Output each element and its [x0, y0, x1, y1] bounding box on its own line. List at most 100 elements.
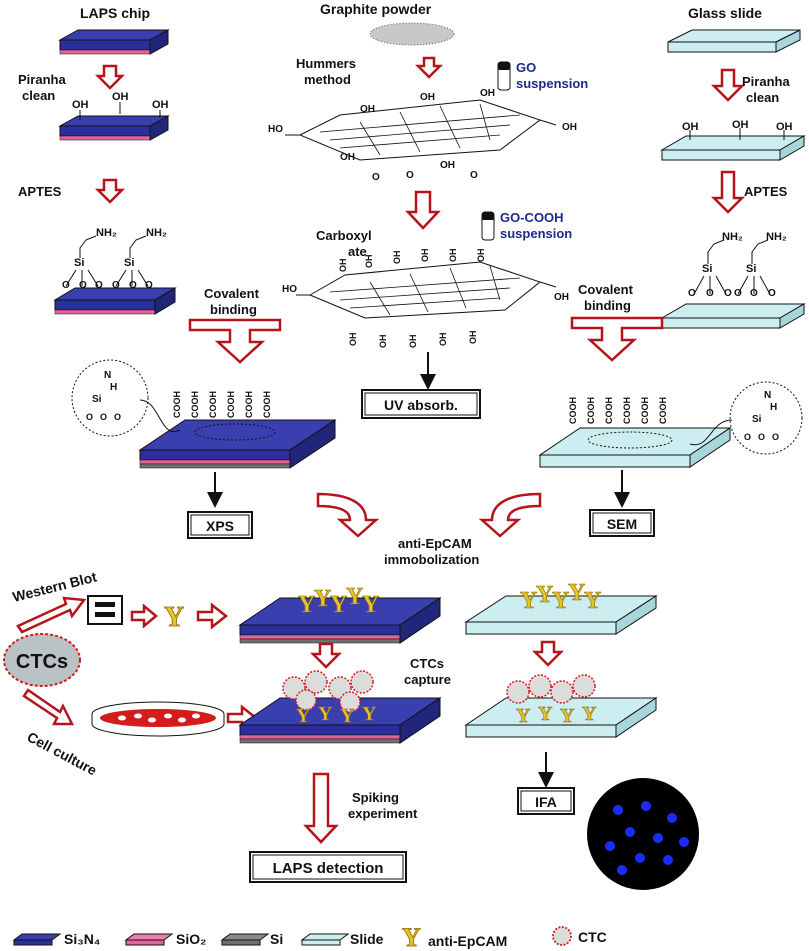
- uv-box: [361, 389, 481, 419]
- si-label: Si: [92, 394, 102, 405]
- red-arrow: [303, 772, 339, 844]
- ctcs-capture-label: CTCs: [410, 656, 444, 671]
- red-merge-arrow: [570, 316, 664, 362]
- red-arrow: [414, 56, 444, 79]
- cooh-label: COOH: [226, 391, 236, 418]
- ho-label: HO: [282, 284, 297, 295]
- glass-slide-label: Glass slide: [688, 5, 762, 21]
- oh-label: OH: [420, 249, 430, 263]
- glass-slide-hydroxyl: [660, 128, 806, 161]
- legend-sio2-label: SiO₂: [176, 931, 206, 947]
- captured-ctc-chip-left: [238, 670, 442, 744]
- oh-label: OH: [732, 119, 749, 131]
- ctcs-label: CTCs: [16, 651, 68, 673]
- red-merge-arrow: [188, 318, 282, 364]
- antibody-icon: Y: [340, 705, 355, 727]
- oh-label: OH: [468, 331, 478, 345]
- red-arrow: [94, 178, 126, 204]
- red-arrow: [196, 602, 229, 630]
- cooh-label: COOH: [586, 397, 596, 424]
- laps-chip-hydroxyl: [58, 102, 170, 141]
- o-label: O: [62, 280, 70, 291]
- n-label: N: [104, 370, 111, 381]
- laps-chip-label: LAPS chip: [80, 5, 150, 21]
- oh-label: OH: [360, 104, 375, 115]
- o-label: O: [706, 288, 714, 299]
- o-label: O: [129, 280, 137, 291]
- antibody-chip-left: [238, 597, 442, 644]
- method-label: method: [304, 72, 351, 87]
- antibody-icon: Y: [164, 602, 184, 633]
- uv-label: UV absorb.: [384, 397, 458, 413]
- graphene-oxide-sheet: [285, 99, 557, 161]
- graphite-powder-label: Graphite powder: [320, 1, 432, 17]
- cooh-label: COOH: [640, 397, 650, 424]
- vial-icon: [497, 61, 511, 91]
- antibody-cluster-right: Y Y Y Y Y: [520, 580, 602, 615]
- antibody-icon: Y: [582, 703, 597, 725]
- xps-label: XPS: [206, 518, 234, 534]
- o-label: O: [724, 288, 732, 299]
- oh-label: OH: [448, 249, 458, 263]
- oh-row-top: OH OH OH OH OH OH: [338, 249, 486, 273]
- aptes-label: APTES: [18, 184, 62, 199]
- aptes-slide-right: [660, 239, 806, 329]
- o-label: O: [112, 280, 120, 291]
- petri-dish-icon: [91, 701, 225, 737]
- antibody-icon: Y: [314, 586, 331, 612]
- ate-label: ate: [348, 244, 367, 259]
- antibody-icon: Y: [516, 705, 531, 727]
- oh-label: OH: [152, 99, 169, 111]
- experiment-label: experiment: [348, 806, 418, 821]
- cooh-row-right: COOH COOH COOH COOH COOH COOH: [568, 397, 668, 424]
- aptes-chip-left: [53, 235, 177, 315]
- legend-si3n4-label: Si₃N₄: [64, 931, 100, 947]
- capture-label: capture: [404, 672, 451, 687]
- oh-label: OH: [340, 152, 355, 163]
- o-label: O: [734, 288, 742, 299]
- red-arrow: [531, 640, 565, 667]
- graphite-powder-pile: [369, 22, 455, 46]
- oh-label: OH: [476, 249, 486, 263]
- nh2-label: NH₂: [96, 227, 117, 239]
- legend-si-label: Si: [270, 931, 283, 947]
- ctcs-cell: [3, 633, 81, 687]
- go-cooh-suspension-label: suspension: [500, 226, 572, 241]
- red-curved-arrow: [316, 492, 380, 538]
- immobolization-label: immobolization: [384, 552, 479, 567]
- oh-label: OH: [338, 259, 348, 273]
- laps-detection-label: LAPS detection: [273, 860, 384, 877]
- fluorescence-image: [587, 778, 699, 890]
- antibody-slide-right: [464, 595, 658, 635]
- red-arrow: [309, 642, 343, 669]
- cooh-label: COOH: [190, 391, 200, 418]
- covalent-label: Covalent: [578, 282, 634, 297]
- antibody-icon: Y: [520, 588, 537, 614]
- red-arrow: [22, 688, 75, 726]
- red-arrow: [710, 170, 746, 214]
- antibody-icon: Y: [560, 705, 575, 727]
- o-label: O: [744, 432, 751, 442]
- nh2-label: NH₂: [722, 231, 743, 243]
- si-label: Si: [746, 263, 756, 275]
- clean-label: clean: [22, 88, 55, 103]
- go-cooh-label: GO-COOH: [500, 210, 564, 225]
- captured-ctc-slide-right: [464, 674, 658, 738]
- clean-label: clean: [746, 90, 779, 105]
- oh-label: OH: [112, 91, 129, 103]
- laps-chip-top: [58, 29, 170, 55]
- nh2-label: NH₂: [146, 227, 167, 239]
- western-blot-icon: [87, 595, 123, 625]
- si-label: Si: [74, 257, 84, 269]
- cooh-label: COOH: [622, 397, 632, 424]
- cooh-label: COOH: [568, 397, 578, 424]
- h-label: H: [770, 402, 777, 413]
- o-label: O: [750, 288, 758, 299]
- aptes-label: APTES: [744, 184, 788, 199]
- o-label: O: [95, 280, 103, 291]
- si-label: Si: [752, 414, 762, 425]
- red-arrow: [130, 603, 158, 629]
- o-label: O: [86, 412, 93, 422]
- oh-label: OH: [562, 122, 577, 133]
- ho-label: HO: [268, 124, 283, 135]
